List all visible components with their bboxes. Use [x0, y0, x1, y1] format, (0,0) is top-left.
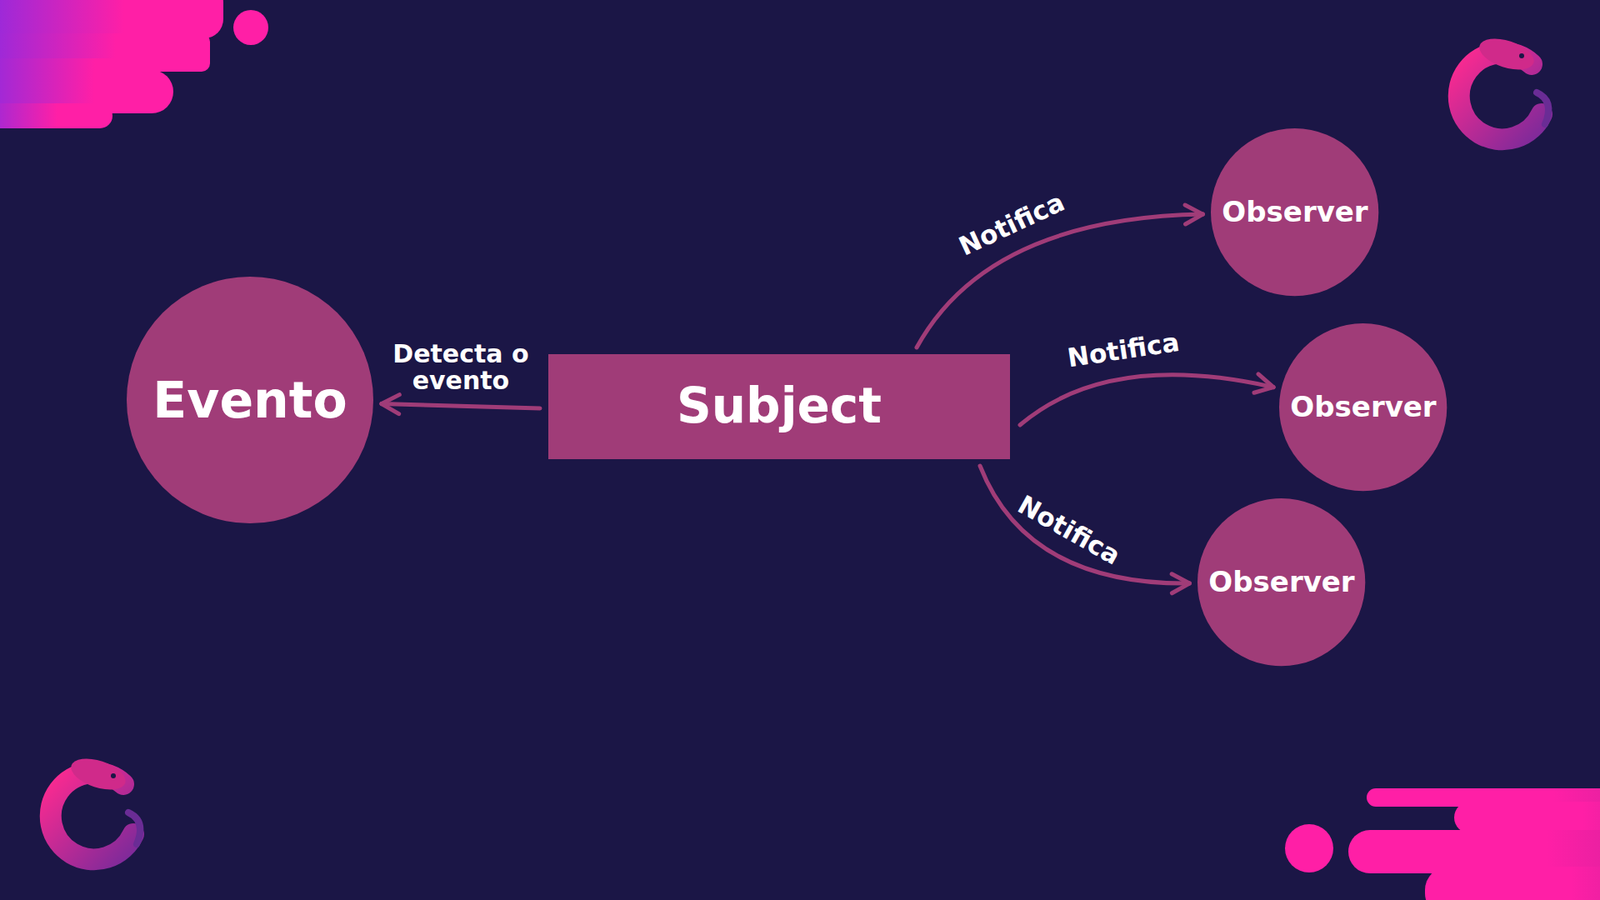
edge-label: Notifica: [955, 187, 1069, 260]
arrow-head: [381, 395, 400, 405]
connector-line: [1020, 375, 1274, 425]
arrow-head: [1171, 583, 1190, 594]
observer-circle: Observer: [1210, 128, 1379, 296]
arrow-head: [1185, 205, 1203, 215]
node-label: Observer: [1208, 566, 1355, 598]
circle-fill: [1210, 128, 1379, 296]
circle-fill: [1279, 323, 1447, 491]
connector-arrow: [381, 395, 540, 415]
edge-label: Notifica: [1014, 490, 1126, 570]
subject-box: Subject: [548, 354, 1010, 460]
node-label: Observer: [1221, 196, 1368, 228]
circle-fill: [126, 276, 374, 524]
node-label: Observer: [1290, 391, 1436, 423]
arrow-head: [1258, 374, 1274, 388]
connector-line: [980, 465, 1190, 584]
node-label: Evento: [152, 372, 347, 428]
observer-circle: Observer: [1279, 323, 1447, 491]
connector-arrow: [980, 465, 1190, 594]
edge-label: Notifica: [1065, 328, 1181, 372]
connector-arrow: [916, 205, 1203, 348]
circle-fill: [1197, 498, 1365, 666]
connector-arrow: [1020, 374, 1274, 425]
arrow-head: [1171, 574, 1190, 584]
arrow-head: [1185, 214, 1204, 225]
event-circle: Evento: [126, 276, 374, 524]
node-label: Subject: [676, 380, 882, 434]
rx-logo: [50, 752, 140, 860]
connector-line: [381, 404, 540, 409]
arrow-head: [381, 404, 400, 415]
arrow-head: [1254, 387, 1274, 394]
observer-circle: Observer: [1197, 498, 1365, 666]
edge-label: Detecta o evento: [375, 340, 546, 394]
rx-logo: [1459, 32, 1549, 140]
